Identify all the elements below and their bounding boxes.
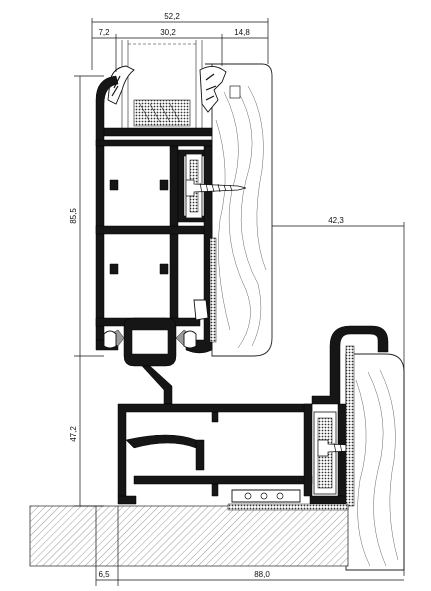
glazing-unit — [121, 40, 203, 128]
dim-left-lower: 47,2 — [69, 426, 78, 442]
wood-screw-icon — [185, 179, 247, 197]
dim-bottom-width: 88,0 — [254, 570, 270, 579]
dim-top-total: 52,2 — [164, 12, 180, 21]
thermal-break — [103, 317, 197, 367]
upper-gasket-strip — [193, 237, 217, 343]
outer-timber-block — [345, 345, 405, 571]
floor-base — [29, 503, 349, 567]
lower-frame-profile — [117, 325, 389, 505]
dim-right-offset: 42,3 — [328, 216, 344, 225]
glazing-seal-right — [199, 66, 227, 113]
glazing-seal-left — [107, 65, 135, 105]
dim-top-right: 14,8 — [234, 28, 250, 37]
dimension-lines — [74, 18, 405, 586]
dim-left-upper: 85,5 — [69, 208, 78, 224]
dim-bottom-left: 6,5 — [98, 570, 110, 579]
sill-seal — [231, 489, 301, 503]
dim-top-left: 7,2 — [98, 28, 110, 37]
upper-timber-block — [205, 63, 273, 357]
dim-top-glass: 30,2 — [160, 28, 176, 37]
